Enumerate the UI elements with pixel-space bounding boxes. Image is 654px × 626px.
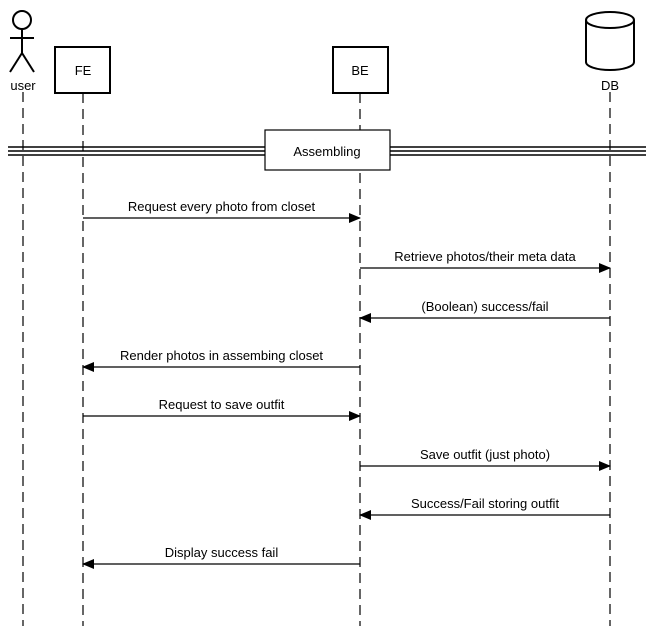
message-5: Request to save outfit: [83, 397, 361, 421]
message-label: Retrieve photos/their meta data: [394, 249, 576, 264]
participant-label-db: DB: [601, 78, 619, 93]
fragment-label-box: [264, 129, 391, 171]
message-8: Display success fail: [82, 545, 360, 569]
participant-label-user: user: [10, 78, 36, 93]
message-4: Render photos in assembing closet: [82, 348, 360, 372]
message-label: Request every photo from closet: [128, 199, 316, 214]
message-3: (Boolean) success/fail: [359, 299, 610, 323]
fragment-divider: Assembling: [8, 129, 646, 171]
participant-label-be: BE: [351, 63, 369, 78]
message-label: Render photos in assembing closet: [120, 348, 323, 363]
participant-box-fe: [54, 46, 111, 94]
actor-user: [9, 10, 35, 73]
participant-box-be: [332, 46, 389, 94]
message-label: (Boolean) success/fail: [421, 299, 548, 314]
message-1: Request every photo from closet: [83, 199, 361, 223]
message-label: Save outfit (just photo): [420, 447, 550, 462]
fragment-label: Assembling: [293, 144, 360, 159]
lifelines: [22, 92, 611, 626]
message-2: Retrieve photos/their meta data: [360, 249, 611, 273]
message-label: Request to save outfit: [159, 397, 285, 412]
message-6: Save outfit (just photo): [360, 447, 611, 471]
message-7: Success/Fail storing outfit: [359, 496, 610, 520]
participant-label-fe: FE: [75, 63, 92, 78]
message-label: Display success fail: [165, 545, 279, 560]
stick-figure-icon: [9, 10, 35, 73]
message-label: Success/Fail storing outfit: [411, 496, 560, 511]
messages: Request every photo from closetRetrieve …: [82, 199, 611, 569]
database-icon: [585, 11, 635, 71]
